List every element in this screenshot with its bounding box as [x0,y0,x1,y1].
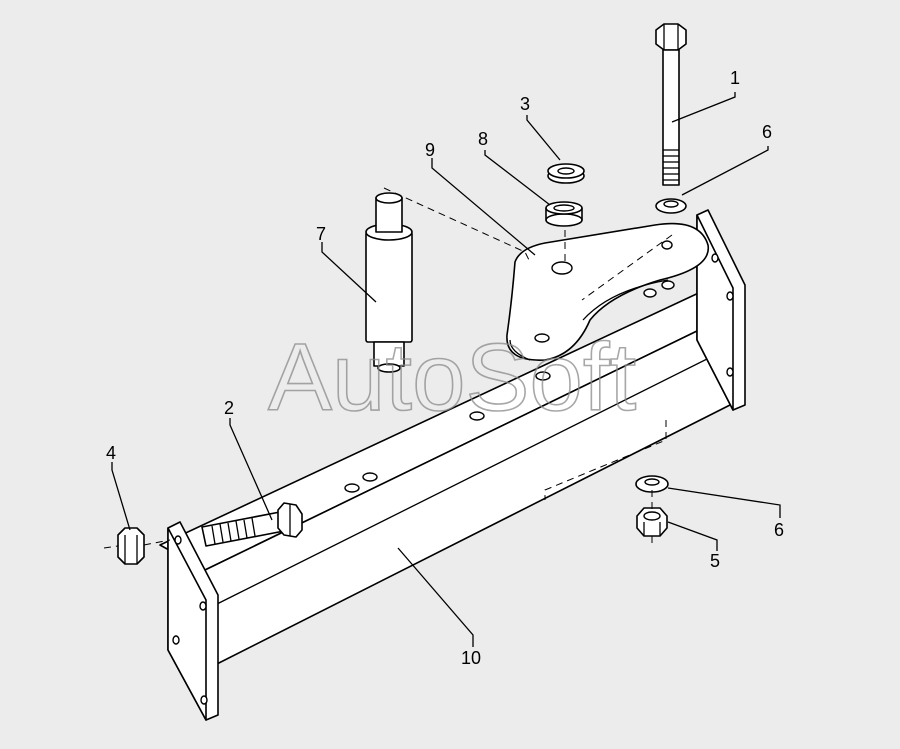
right-mounting-plate [696,209,746,411]
callout-6-lower: 6 [774,520,784,540]
callout-1: 1 [730,68,740,88]
pin-part-7 [365,192,413,373]
callout-4: 4 [106,443,116,463]
washer-part-3 [547,163,585,184]
nut-part-5 [636,507,668,537]
washer-part-6-upper [655,198,687,214]
callout-7: 7 [316,224,326,244]
callout-6-upper: 6 [762,122,772,142]
nut-part-4 [117,527,145,565]
washer-part-6-lower [635,475,669,493]
bushing-part-8 [545,201,583,227]
callout-10: 10 [461,648,481,668]
callout-5: 5 [710,551,720,571]
callout-labels: 1 6 3 8 9 7 2 4 6 5 10 [106,68,784,668]
leader-lines [111,92,781,647]
callout-9: 9 [425,140,435,160]
bracket-plate-part-9 [506,222,709,381]
beam-part-10 [159,289,731,671]
bolt-part-2 [201,502,303,547]
callout-2: 2 [224,398,234,418]
assembly-dashed-lines [103,187,673,549]
bolt-part-1 [655,23,687,186]
callout-3: 3 [520,94,530,114]
callout-8: 8 [478,129,488,149]
watermark-text: AutoSoft [268,324,636,431]
left-mounting-plate [167,521,219,721]
